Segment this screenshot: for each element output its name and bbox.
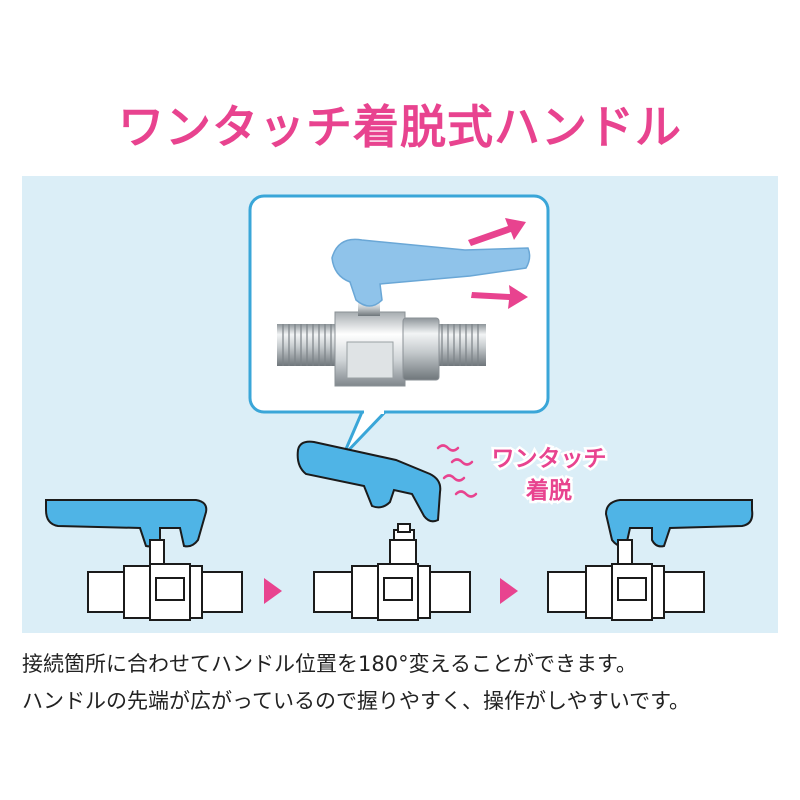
valve-right (547, 499, 754, 621)
shake-marks (436, 444, 478, 498)
step-arrow-2 (500, 578, 518, 604)
photo-handle (331, 238, 531, 307)
slide-arrows (468, 218, 528, 309)
left-thread (277, 324, 337, 366)
description-line-1: 接続箇所に合わせてハンドル位置を180°変えることができます。 (22, 652, 637, 676)
valve-left (45, 499, 243, 621)
page-title: ワンタッチ着脱式ハンドル (118, 100, 682, 154)
callout-line-2: 着脱 (526, 477, 572, 504)
callout-line-1: ワンタッチ (492, 446, 607, 472)
valve-middle (313, 523, 471, 621)
one-touch-callout: ワンタッチ 着脱 (489, 444, 609, 507)
step-arrow-1 (264, 578, 282, 604)
detached-handle (296, 440, 442, 523)
product-photo-inset (248, 194, 550, 458)
right-thread (436, 324, 486, 366)
description: 接続箇所に合わせてハンドル位置を180°変えることができます。 ハンドルの先端が… (22, 646, 782, 720)
description-line-2: ハンドルの先端が広がっているので握りやすく、操作がしやすいです。 (22, 689, 691, 713)
